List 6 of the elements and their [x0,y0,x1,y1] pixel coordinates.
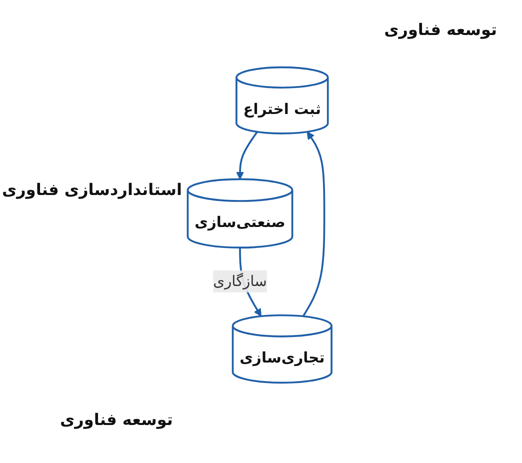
arrow [236,131,258,180]
arrow [302,131,326,317]
text-label: توسعه فناوری [384,20,497,39]
text-label: استانداردسازی فناوری [2,180,182,199]
text-label: توسعه فناوری [60,410,173,429]
edge-label: سازگاری [214,272,268,290]
